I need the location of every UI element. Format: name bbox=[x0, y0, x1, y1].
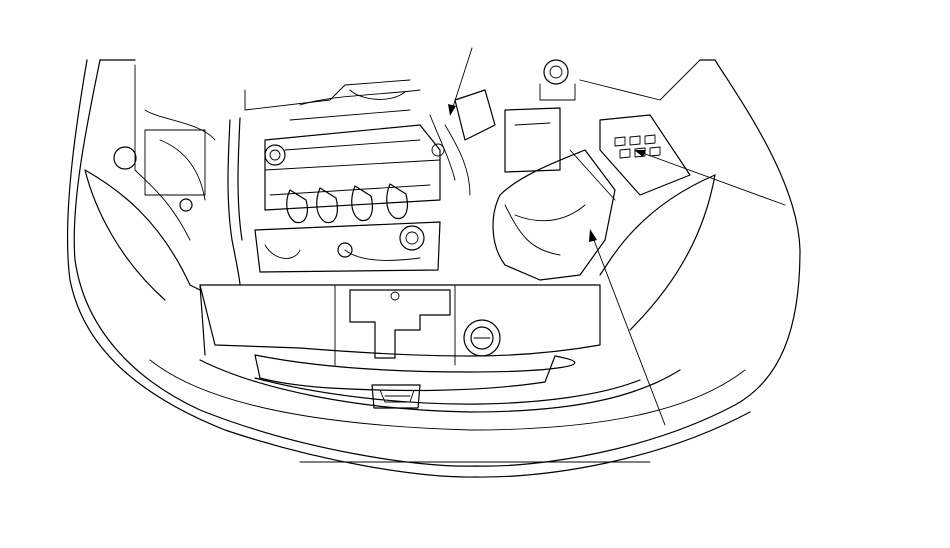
coolant-reservoir bbox=[539, 59, 576, 101]
relay-harness bbox=[429, 89, 496, 196]
ignition-coils bbox=[269, 183, 431, 224]
ecu-box bbox=[504, 107, 561, 173]
callout-leader-1 bbox=[451, 47, 473, 111]
hood-opening-outline bbox=[66, 59, 801, 478]
fuse-relay-box bbox=[599, 114, 691, 196]
callout-leader-2 bbox=[639, 151, 786, 206]
radiator-cap bbox=[463, 319, 501, 357]
radiator-support bbox=[199, 284, 601, 366]
callout-leaders bbox=[448, 47, 786, 426]
air-box bbox=[492, 149, 616, 281]
hood-latch bbox=[349, 289, 451, 359]
callout-leader-3 bbox=[591, 234, 666, 426]
front-grille bbox=[149, 354, 746, 431]
upper-hoses bbox=[244, 79, 421, 121]
callout-arrow-3 bbox=[589, 229, 597, 242]
engine-valve-cover bbox=[264, 124, 441, 211]
callout-arrow-2 bbox=[634, 150, 646, 157]
front-fenders bbox=[84, 59, 716, 331]
honda-emblem bbox=[371, 384, 421, 409]
intake-manifold bbox=[254, 221, 441, 273]
callout-arrow-1 bbox=[448, 104, 456, 116]
left-hoses bbox=[113, 109, 243, 286]
